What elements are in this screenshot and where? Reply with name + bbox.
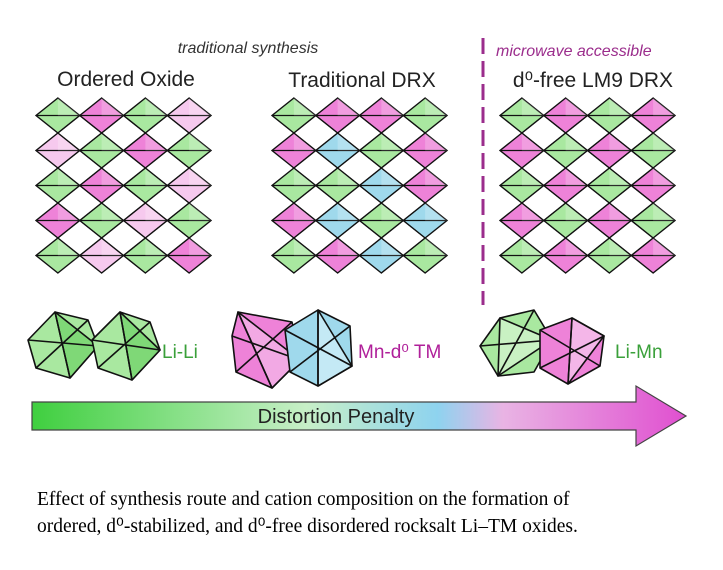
octahedron-face-highlight	[425, 203, 447, 221]
distortion-penalty-arrow	[31, 384, 688, 448]
d0-free-lm9-drx-title: d⁰-free LM9 DRX	[513, 69, 673, 92]
li-li-octahedra-pair	[27, 311, 161, 381]
distortion-penalty-label: Distortion Penalty	[258, 406, 415, 428]
octahedron-face-highlight	[57, 98, 80, 116]
octahedron-face-highlight	[189, 238, 211, 256]
octahedron-face-highlight	[521, 98, 544, 116]
octahedron-face-highlight	[653, 238, 675, 256]
interstitial-site	[520, 219, 567, 257]
caption-line-2: ordered, d⁰-stabilized, and d⁰-free diso…	[37, 516, 578, 537]
octahedron-face-highlight	[653, 98, 675, 116]
mn-d0-tm-label: Mn-d⁰ TM	[358, 342, 441, 363]
li-li-label: Li-Li	[162, 342, 198, 363]
octahedron-face-highlight	[145, 98, 168, 116]
traditional-synthesis-label: traditional synthesis	[178, 40, 319, 57]
interstitial-site	[380, 219, 427, 257]
octahedron-face-highlight	[653, 133, 675, 151]
caption-line-1: Effect of synthesis route and cation com…	[37, 489, 570, 510]
octahedron-face-highlight	[293, 98, 316, 116]
octahedron-face-highlight	[425, 168, 447, 186]
li-mn-octahedra-pair	[479, 309, 605, 385]
lm9-drx-lattice	[498, 97, 677, 274]
mn-d0-octahedra-pair	[231, 309, 353, 389]
octahedron-face-highlight	[189, 98, 211, 116]
octahedron-face-highlight	[653, 168, 675, 186]
figure-caption: Effect of synthesis route and cation com…	[37, 486, 717, 540]
octahedron-face-highlight	[425, 133, 447, 151]
interstitial-site	[564, 219, 611, 257]
interstitial-site	[336, 219, 383, 257]
traditional-drx-title: Traditional DRX	[288, 69, 435, 92]
octahedron-face-highlight	[565, 98, 588, 116]
interstitial-site	[608, 219, 655, 257]
interstitial-site	[144, 219, 191, 257]
ordered-oxide-title: Ordered Oxide	[57, 68, 195, 91]
interstitial-site	[292, 219, 339, 257]
octahedron-face-highlight	[609, 98, 632, 116]
octahedron-face-highlight	[101, 98, 124, 116]
li-mn-label: Li-Mn	[615, 342, 663, 363]
diagram: traditional synthesis microwave accessib…	[27, 38, 688, 448]
microwave-accessible-label: microwave accessible	[496, 43, 652, 60]
traditional-drx-lattice	[270, 97, 449, 274]
octahedron-face-highlight	[653, 203, 675, 221]
octahedron-face-highlight	[381, 98, 404, 116]
octahedron-face-highlight	[189, 133, 211, 151]
ordered-oxide-lattice	[34, 97, 213, 274]
interstitial-site	[100, 219, 147, 257]
octahedron-face-highlight	[425, 238, 447, 256]
octahedron-face-highlight	[337, 98, 360, 116]
octahedron-face-highlight	[189, 168, 211, 186]
interstitial-site	[56, 219, 103, 257]
octahedron-face-highlight	[425, 98, 447, 116]
octahedron-face-highlight	[189, 203, 211, 221]
